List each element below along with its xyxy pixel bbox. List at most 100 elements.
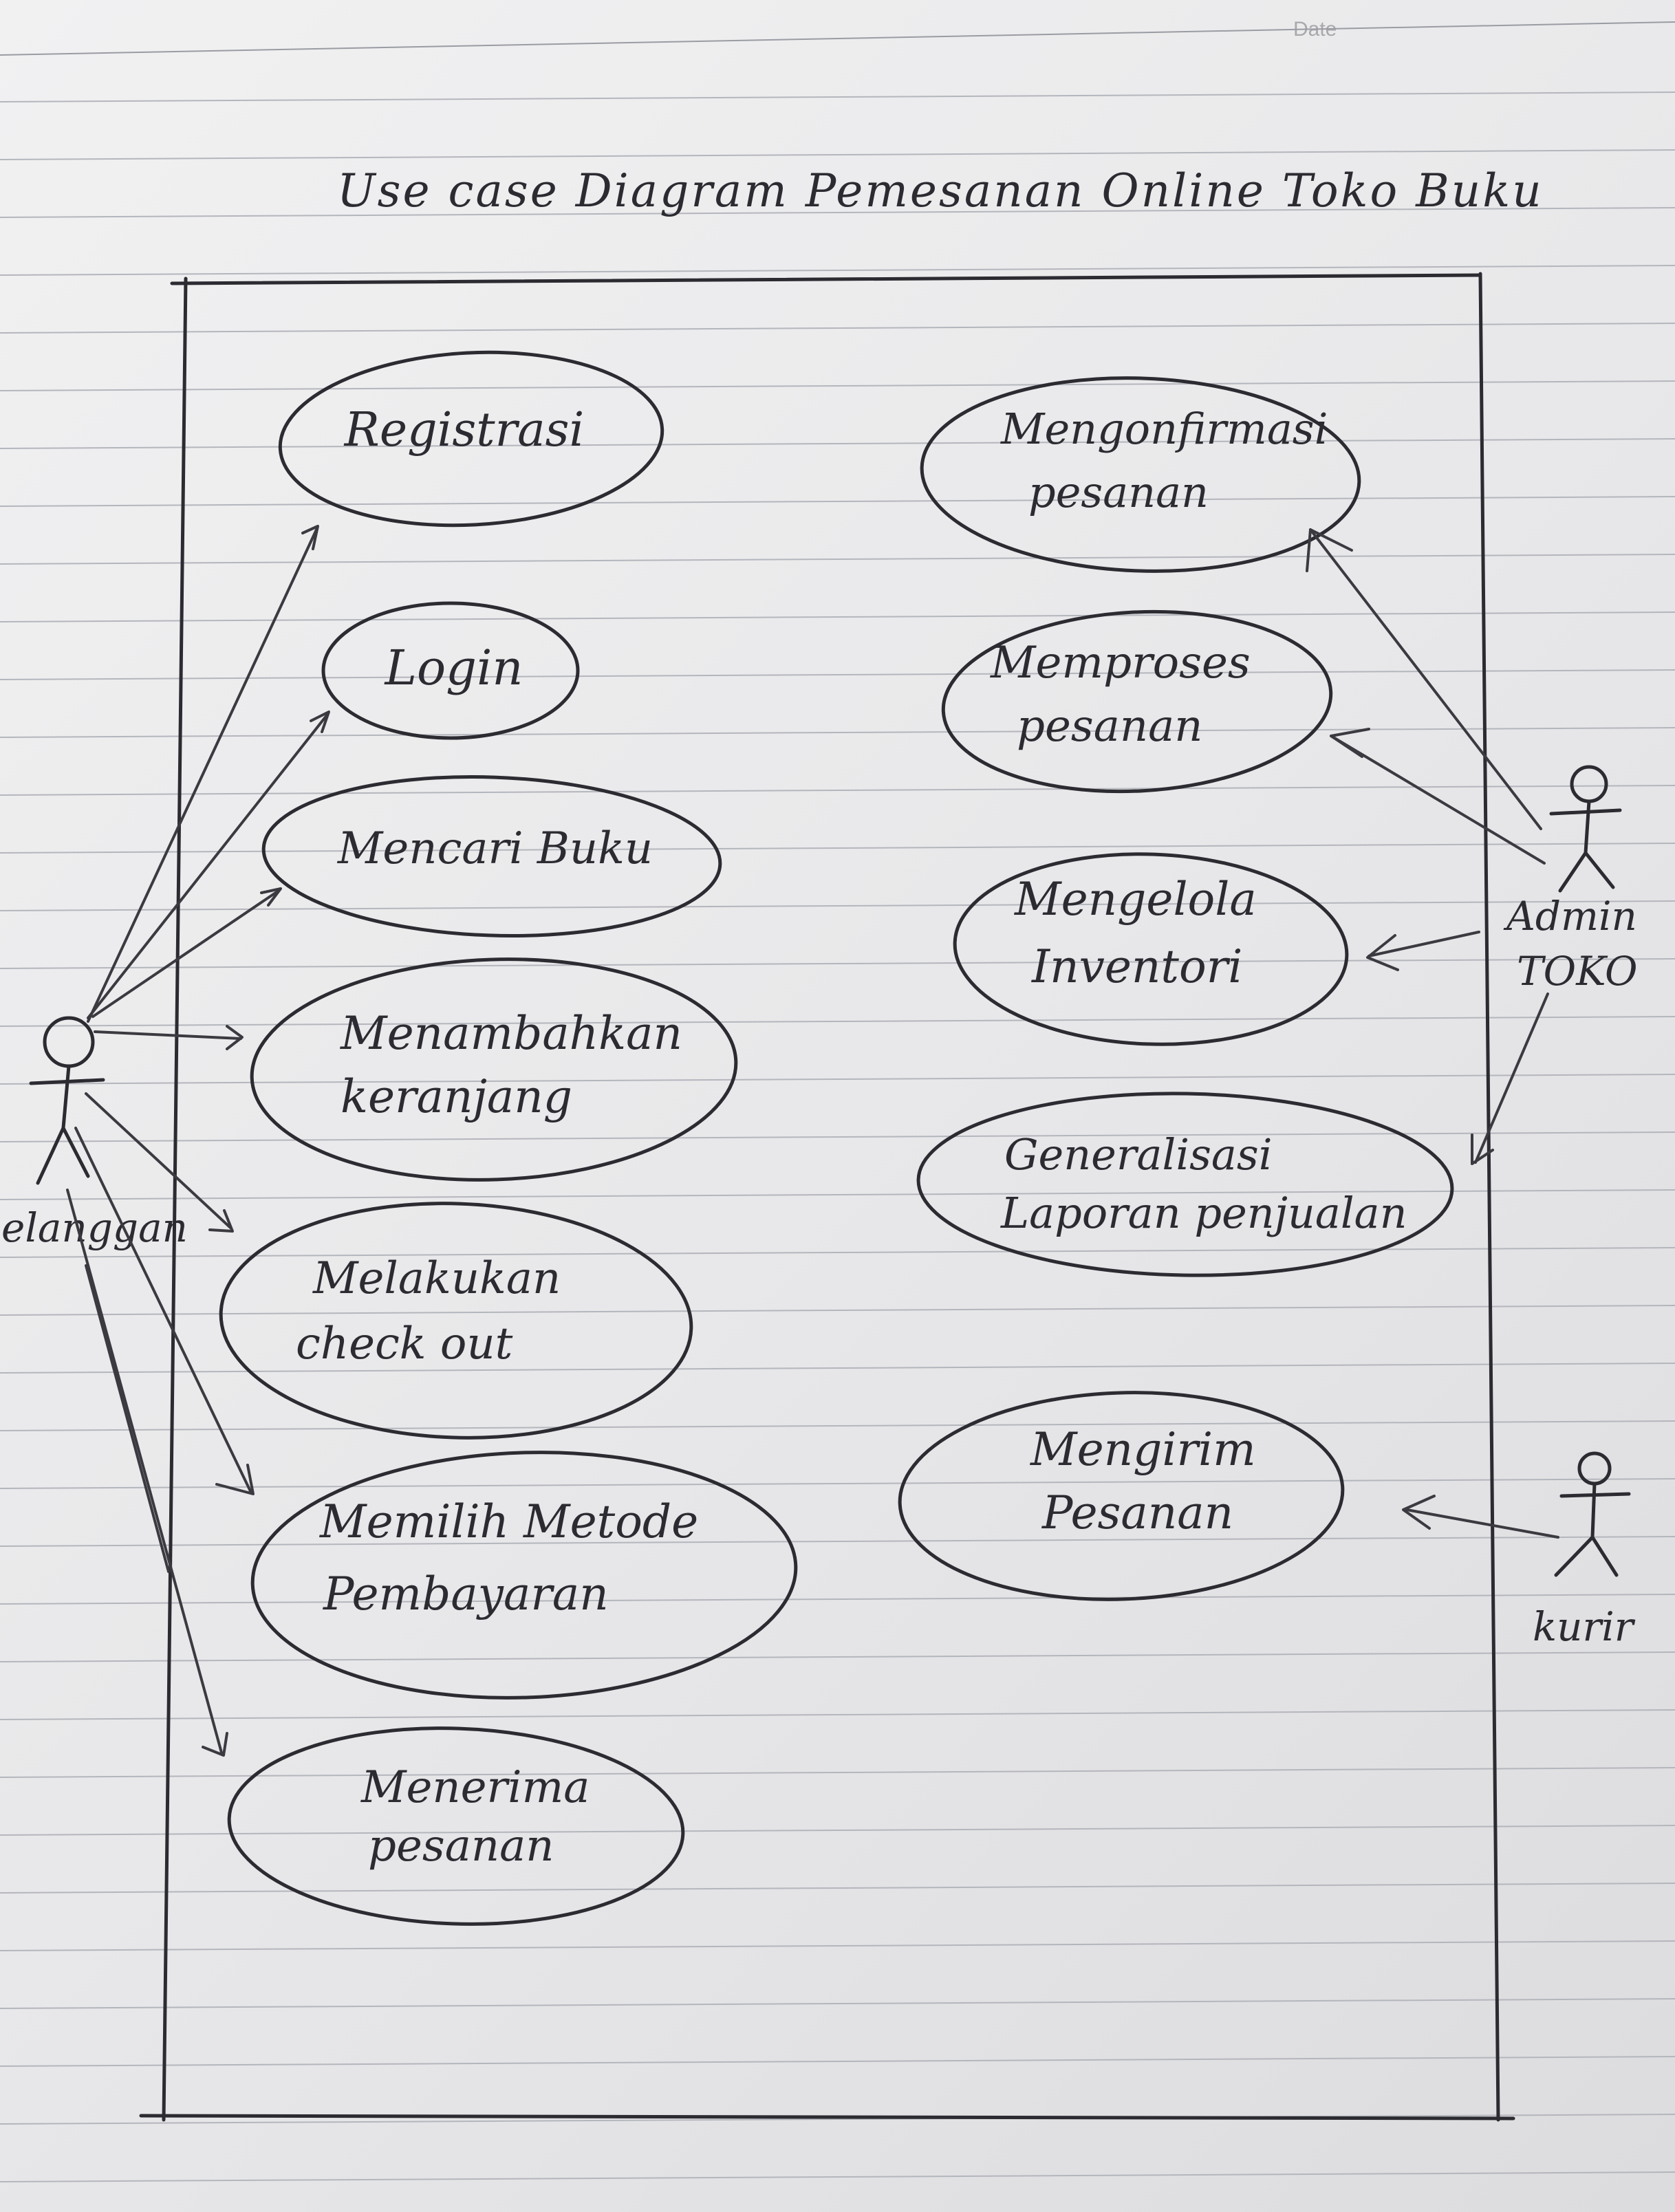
- system-boundary: [139, 272, 1515, 2122]
- rule-line: [0, 1074, 1675, 1085]
- rule-line: [0, 1363, 1675, 1374]
- arrowhead: [260, 887, 282, 907]
- use-case-label: Login: [384, 640, 523, 696]
- actor-admin-label: Admin TOKO: [1503, 893, 1650, 995]
- use-case-label: Inventori: [1031, 940, 1242, 993]
- svg-text:Mencari Buku: Mencari Buku: [337, 823, 653, 874]
- arrowhead: [202, 1732, 228, 1757]
- rule-line: [0, 1998, 1675, 2009]
- rule-line: [0, 1131, 1675, 1142]
- association-arrow: [91, 889, 280, 1018]
- association-arrow: [1330, 735, 1546, 865]
- use-case-label: Memproses: [990, 638, 1251, 688]
- use-case-label: check out: [296, 1319, 513, 1369]
- use-case-generalisasi-laporan-penjualan: Generalisasi Laporan penjualan: [916, 1092, 1454, 1277]
- use-case-label: Menerima: [360, 1762, 590, 1813]
- use-case-label: pesanan: [1028, 467, 1209, 517]
- association-arrow: [74, 1127, 252, 1494]
- rule-line: [0, 265, 1675, 276]
- arrowhead: [226, 1025, 244, 1050]
- use-case-menambahkan-keranjang: Menambahkan keranjang: [250, 957, 738, 1182]
- rule-line: [0, 785, 1675, 796]
- use-case-mencari-buku: Mencari Buku: [261, 774, 722, 938]
- use-case-label: pesanan: [1017, 701, 1202, 752]
- rule-line: [0, 2171, 1675, 2182]
- use-case-label: Pesanan: [1041, 1486, 1233, 1539]
- ruled-lines: [0, 21, 1675, 2182]
- use-case-menerima-pesanan: Menerima pesanan: [227, 1726, 685, 1926]
- use-case-melakukan-checkout: Melakukan check out: [219, 1202, 693, 1440]
- use-case-login: Login: [321, 601, 580, 740]
- use-case-mengirim-pesanan: Mengirim Pesanan: [898, 1391, 1345, 1601]
- arrowhead: [301, 525, 319, 550]
- use-case-label: Registrasi: [343, 403, 585, 457]
- use-case-label: Generalisasi: [1004, 1129, 1273, 1180]
- rule-line: [0, 1189, 1675, 1200]
- association-arrow: [94, 1030, 242, 1040]
- svg-text:Memproses pesanan: Memproses pesanan: [990, 638, 1264, 752]
- rule-line: [0, 554, 1675, 565]
- use-case-label: Mengirim: [1030, 1423, 1256, 1476]
- svg-text:Memilih Metode Pembayara: Memilih Metode Pembayaran: [319, 1495, 713, 1620]
- rule-line: [0, 1767, 1675, 1778]
- rule-line: [0, 91, 1675, 102]
- rule-line: [0, 727, 1675, 738]
- actor-admin-label-line: TOKO: [1517, 948, 1638, 995]
- use-case-label: Menambahkan: [340, 1007, 682, 1060]
- rule-line: [0, 1420, 1675, 1431]
- actor-admin-toko: [1549, 765, 1622, 893]
- rule-line: [0, 1305, 1675, 1316]
- actor-admin-label-line: Admin: [1503, 893, 1637, 940]
- use-case-label: Mengonfirmasi: [1000, 404, 1328, 454]
- rule-line: [0, 1940, 1675, 1951]
- associations-kurir: [1402, 1495, 1559, 1539]
- rule-line: [0, 438, 1675, 449]
- rule-line: [0, 1651, 1675, 1662]
- arrowhead: [310, 711, 330, 733]
- rule-line: [0, 1536, 1675, 1547]
- use-case-mengonfirmasi-pesanan: Mengonfirmasi pesanan: [920, 376, 1361, 573]
- use-case-label: keranjang: [341, 1070, 572, 1123]
- association-arrow: [87, 528, 318, 1023]
- use-case-label: Memilih Metode: [319, 1495, 698, 1548]
- rule-line: [0, 2114, 1675, 2125]
- associations-pelanggan: [66, 525, 330, 1757]
- svg-text:Mengonfirmasi pesanan: Mengonfirmasi pesanan: [1000, 404, 1341, 517]
- svg-text:Menerima pesanan: Menerima pesanan: [360, 1762, 604, 1872]
- use-case-label: Melakukan: [312, 1253, 561, 1304]
- rule-line: [0, 207, 1675, 218]
- rule-line: [0, 958, 1675, 969]
- association-arrow: [87, 714, 328, 1019]
- association-arrow: [66, 1189, 223, 1754]
- rule-line: [0, 669, 1675, 680]
- arrowhead: [215, 1464, 255, 1495]
- arrowhead: [1402, 1495, 1436, 1530]
- arrowhead: [1306, 528, 1353, 572]
- association-line: [85, 1264, 170, 1573]
- rule-line: [0, 611, 1675, 622]
- association-arrow: [85, 1092, 232, 1229]
- rule-line: [0, 1247, 1675, 1258]
- svg-text:Registrasi: Registrasi: [343, 403, 585, 457]
- association-arrow: [1474, 993, 1549, 1164]
- rule-line: [0, 1016, 1675, 1027]
- rule-line: [0, 380, 1675, 391]
- use-case-label: Pembayaran: [323, 1568, 609, 1620]
- rule-line: [0, 1594, 1675, 1605]
- header-rule-line: [0, 21, 1675, 56]
- association-arrow: [1405, 1508, 1559, 1539]
- rule-line: [0, 1478, 1675, 1489]
- rule-line: [0, 1883, 1675, 1894]
- associations-admin: [1306, 528, 1549, 1165]
- svg-text:Generalisasi Laporan pen: Generalisasi Laporan penjualan: [1000, 1129, 1407, 1238]
- svg-text:Mengirim Pesanan: Mengirim Pesanan: [1030, 1423, 1271, 1539]
- use-case-label: Mencari Buku: [337, 823, 653, 874]
- actor-pelanggan: [29, 1016, 105, 1185]
- use-case-memproses-pesanan: Memproses pesanan: [941, 609, 1333, 794]
- rule-line: [0, 843, 1675, 854]
- rule-line: [0, 149, 1675, 160]
- svg-text:Melakukan check out: Melakukan check out: [296, 1253, 575, 1369]
- arrowhead: [1471, 1134, 1494, 1165]
- svg-text:Menambahkan keranjang: Menambahkan keranjang: [340, 1007, 697, 1123]
